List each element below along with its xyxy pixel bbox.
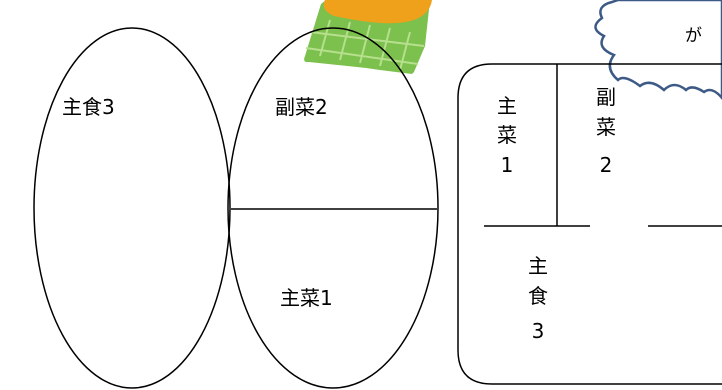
box-bottom-label: 主 食 3 [528,254,548,343]
box-diagram: 主 菜 1 副 菜 2 主 食 3 [457,63,722,385]
box-top-left-char: 菜 [497,123,517,147]
speech-bubble-outline [594,0,722,100]
box-top-right-char: 菜 [596,115,616,139]
box-top-left-label: 主 菜 1 [497,94,517,177]
food-illustration [268,0,432,74]
box-bottom-char: 3 [532,319,545,343]
box-bottom-char: 食 [528,284,548,308]
box-top-right-char: 副 [596,85,616,109]
food-orange [323,0,432,24]
right-oval-bottom-label: 主菜1 [280,286,333,310]
oval-diagram: 主食3 副菜2 主菜1 [33,27,439,389]
box-top-right-label: 副 菜 2 [596,85,616,177]
box-top-right-char: 2 [600,153,613,177]
right-oval [227,27,439,389]
box-bottom-char: 主 [528,254,548,278]
food-tray-pattern [305,19,425,71]
speech-bubble: が [594,0,722,100]
box-outline [457,63,722,385]
left-oval-label: 主食3 [62,95,115,119]
right-oval-top-label: 副菜2 [275,95,328,119]
speech-bubble-text: が [685,26,702,46]
left-oval [33,27,231,389]
box-top-left-char: 主 [497,94,517,118]
box-top-left-char: 1 [501,153,514,177]
